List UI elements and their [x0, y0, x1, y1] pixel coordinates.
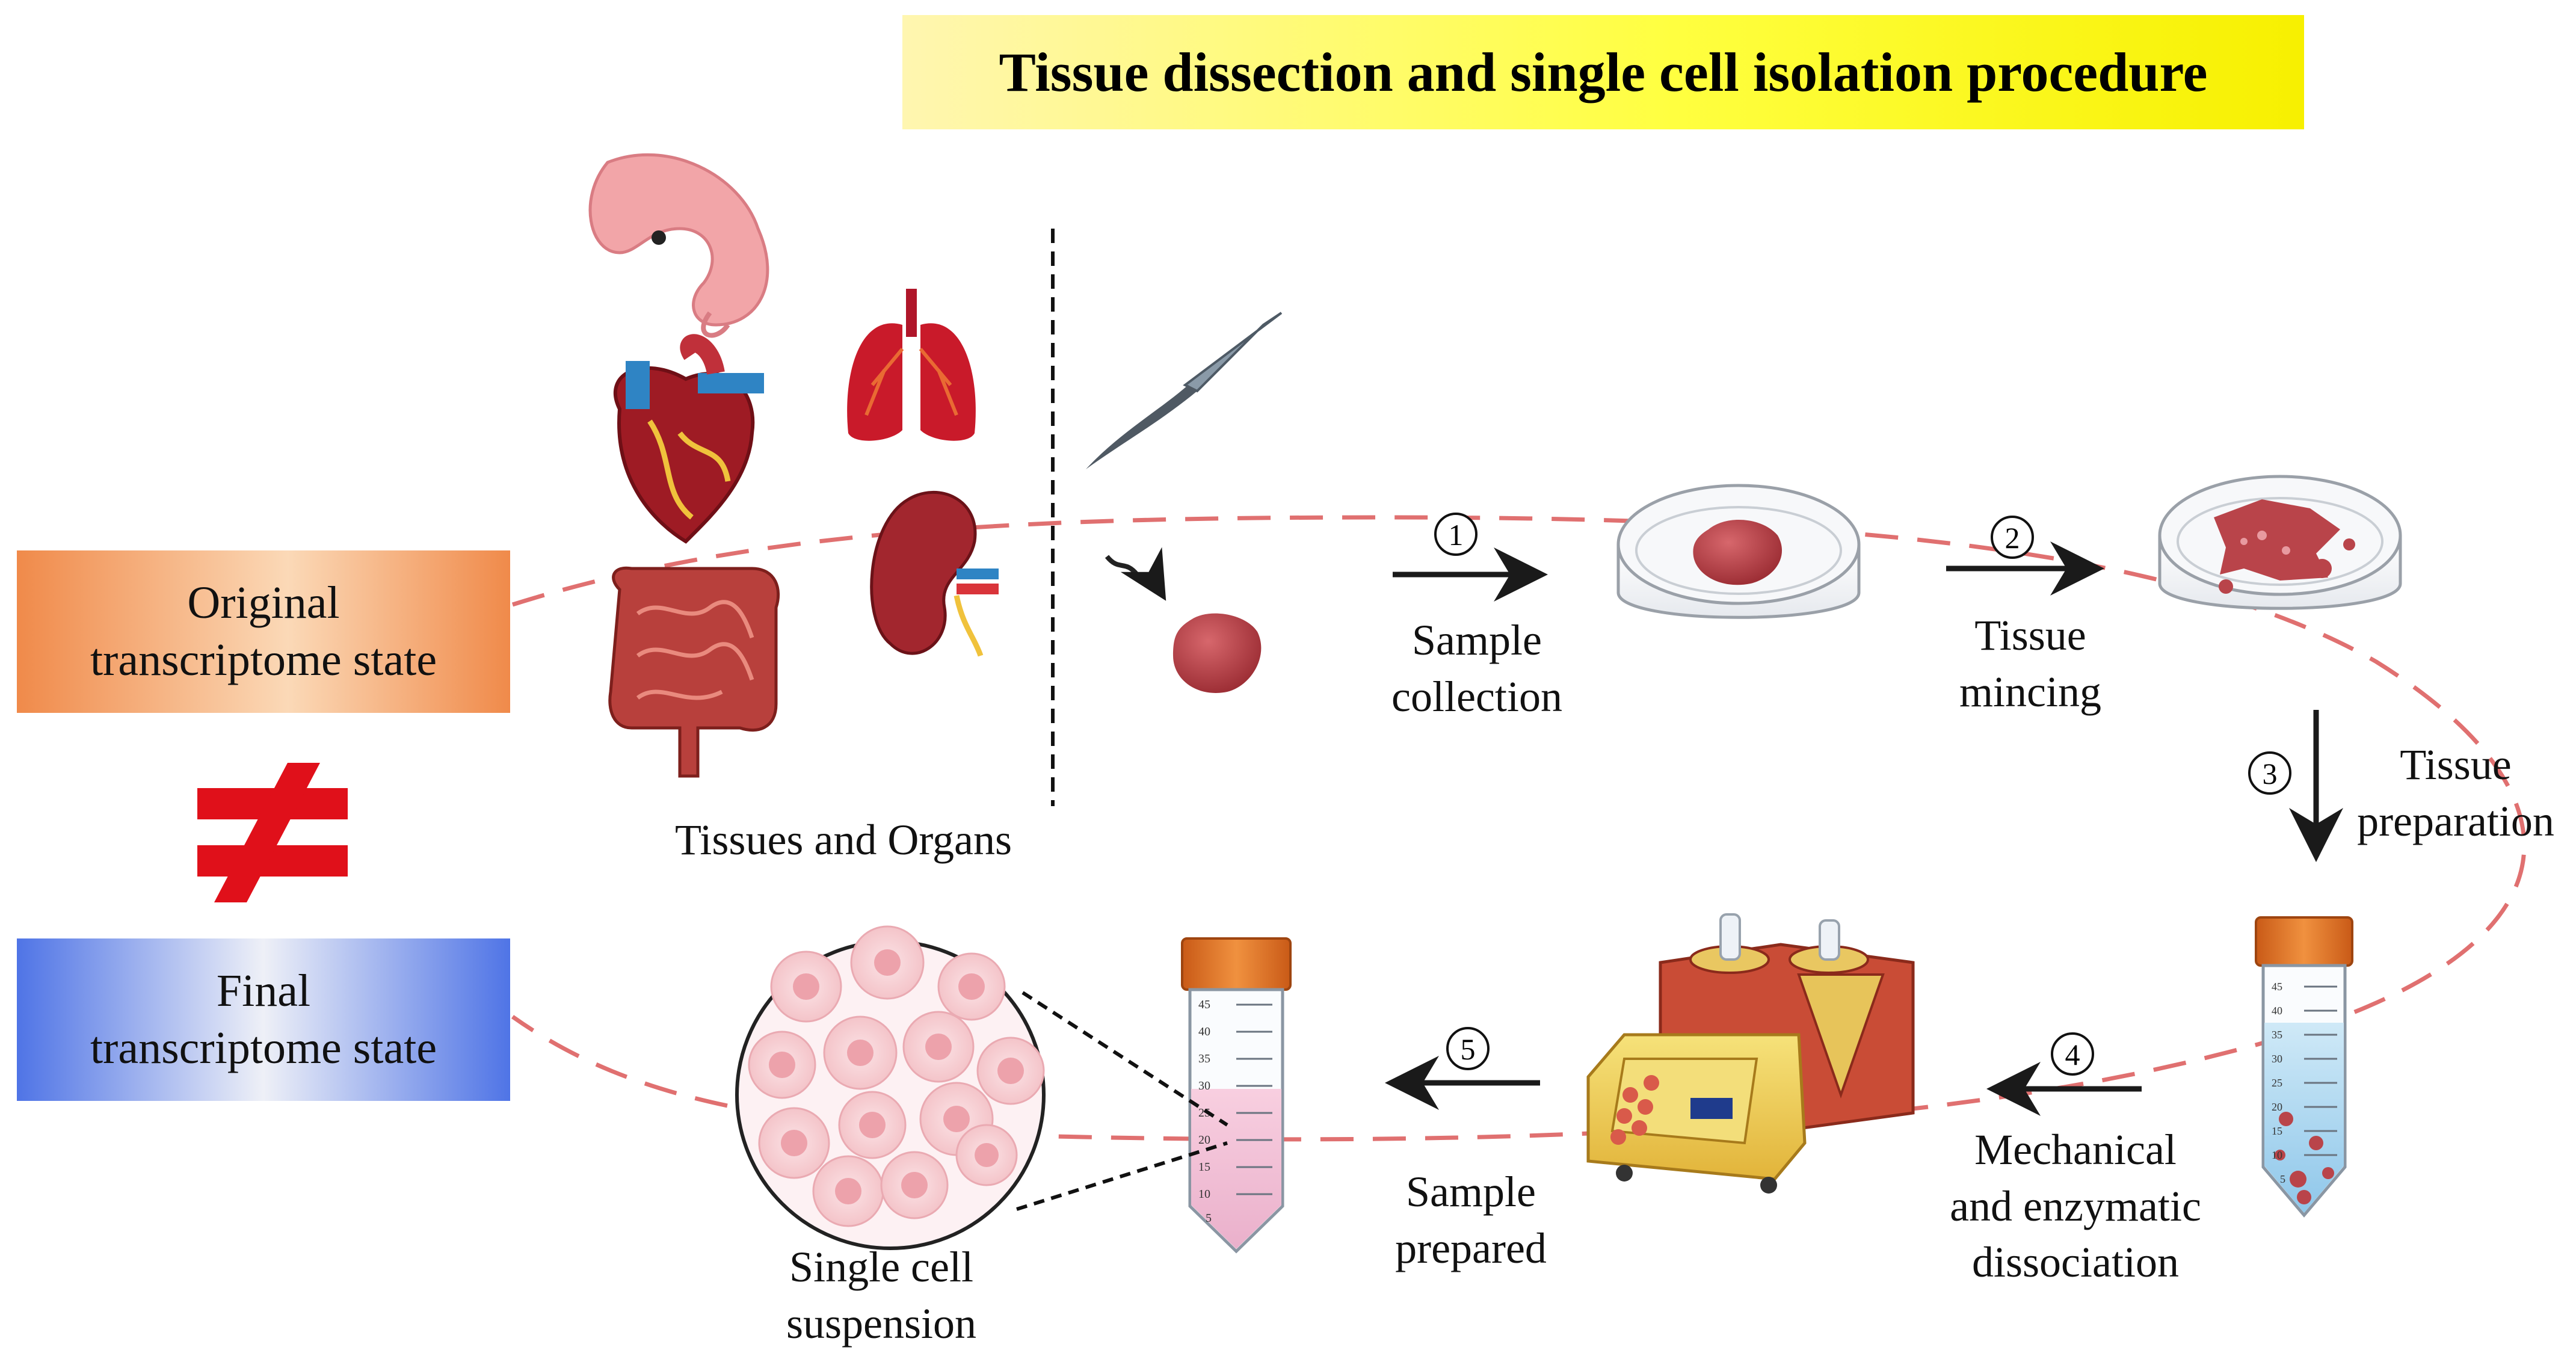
svg-text:30: 30 [1198, 1079, 1210, 1092]
kidney-icon [870, 490, 999, 657]
svg-text:45: 45 [2272, 981, 2282, 993]
intestine-icon [608, 566, 780, 778]
tissue-sample-icon [1105, 547, 1262, 693]
dashed-process-loop [511, 515, 2527, 1142]
step-5-label: Sample prepared [1395, 1164, 1547, 1277]
step-4-label-line-3: dissociation [1972, 1238, 2179, 1287]
svg-text:5: 5 [1461, 1032, 1476, 1066]
svg-text:20: 20 [1198, 1133, 1210, 1147]
lungs-icon [847, 289, 976, 441]
step-5-label-line-2: prepared [1395, 1224, 1547, 1272]
step-3-label-line-1: Tissue [2400, 741, 2512, 789]
svg-text:45: 45 [1198, 998, 1210, 1011]
step-2-label-line-1: Tissue [1974, 611, 2086, 659]
svg-text:30: 30 [2272, 1053, 2282, 1065]
petri-dish-1-icon [1616, 484, 1861, 619]
embryo-icon [588, 153, 769, 338]
svg-text:40: 40 [2272, 1005, 2282, 1017]
step-1-label-line-1: Sample [1412, 616, 1542, 664]
svg-text:5: 5 [1206, 1212, 1212, 1225]
final-state-line-1: Final [216, 966, 311, 1016]
cell-suspension-circle-icon [735, 925, 1046, 1250]
tube-suspension-icon: 45 40 35 30 25 20 15 10 5 [1181, 937, 1292, 1254]
svg-text:15: 15 [1198, 1160, 1210, 1174]
step-3-label-line-2: preparation [2357, 797, 2554, 845]
step-5-number: 5 [1446, 1027, 1490, 1070]
svg-text:35: 35 [2272, 1029, 2282, 1041]
tube-tissue-icon: 45 40 35 30 25 20 15 10 5 [2255, 916, 2353, 1218]
suspension-label-line-1: Single cell [789, 1243, 973, 1291]
heart-icon [614, 334, 764, 544]
suspension-label: Single cell suspension [786, 1239, 976, 1352]
step-4-label-line-1: Mechanical [1974, 1126, 2177, 1174]
step-3-label: Tissue preparation [2357, 737, 2554, 849]
svg-text:1: 1 [1449, 518, 1464, 552]
step-1-label-line-2: collection [1391, 672, 1562, 721]
step-4-number: 4 [2051, 1032, 2094, 1076]
svg-text:25: 25 [1198, 1106, 1210, 1120]
svg-text:2: 2 [2005, 521, 2020, 555]
svg-text:3: 3 [2263, 757, 2278, 790]
dissociator-machine-icon [1586, 913, 1915, 1194]
svg-text:25: 25 [2272, 1077, 2282, 1089]
step-4-label: Mechanical and enzymatic dissociation [1950, 1122, 2201, 1291]
svg-text:10: 10 [2272, 1149, 2282, 1161]
step-1-number: 1 [1434, 513, 1478, 556]
svg-text:4: 4 [2065, 1038, 2080, 1071]
petri-dish-2-icon [2158, 475, 2402, 610]
zoom-lines [1016, 991, 1228, 1211]
original-state-line-2: transcriptome state [90, 635, 437, 685]
suspension-label-line-2: suspension [786, 1299, 977, 1348]
organs-label: Tissues and Organs [674, 816, 1012, 864]
scalpel-icon [1086, 312, 1283, 469]
svg-text:20: 20 [2272, 1101, 2282, 1113]
diagram-title: Tissue dissection and single cell isolat… [999, 42, 2208, 103]
step-5-label-line-1: Sample [1406, 1168, 1536, 1216]
step-2-label-line-2: mincing [1959, 667, 2101, 716]
original-state-line-1: Original [187, 578, 340, 628]
step-4-label-line-2: and enzymatic [1950, 1182, 2201, 1230]
title-banner: Tissue dissection and single cell isolat… [902, 15, 2304, 129]
svg-text:10: 10 [1198, 1188, 1210, 1201]
svg-text:40: 40 [1198, 1025, 1210, 1038]
svg-text:15: 15 [2272, 1125, 2282, 1137]
final-state-box: Final transcriptome state [17, 938, 510, 1101]
step-2-label: Tissue mincing [1959, 608, 2101, 720]
svg-text:5: 5 [2280, 1173, 2285, 1185]
step-3-number: 3 [2248, 751, 2291, 795]
final-state-line-2: transcriptome state [90, 1023, 437, 1073]
svg-text:35: 35 [1198, 1052, 1210, 1065]
step-1-label: Sample collection [1391, 612, 1562, 725]
step-2-number: 2 [1991, 516, 2034, 559]
original-state-box: Original transcriptome state [17, 550, 510, 713]
not-equal-icon [197, 763, 348, 902]
